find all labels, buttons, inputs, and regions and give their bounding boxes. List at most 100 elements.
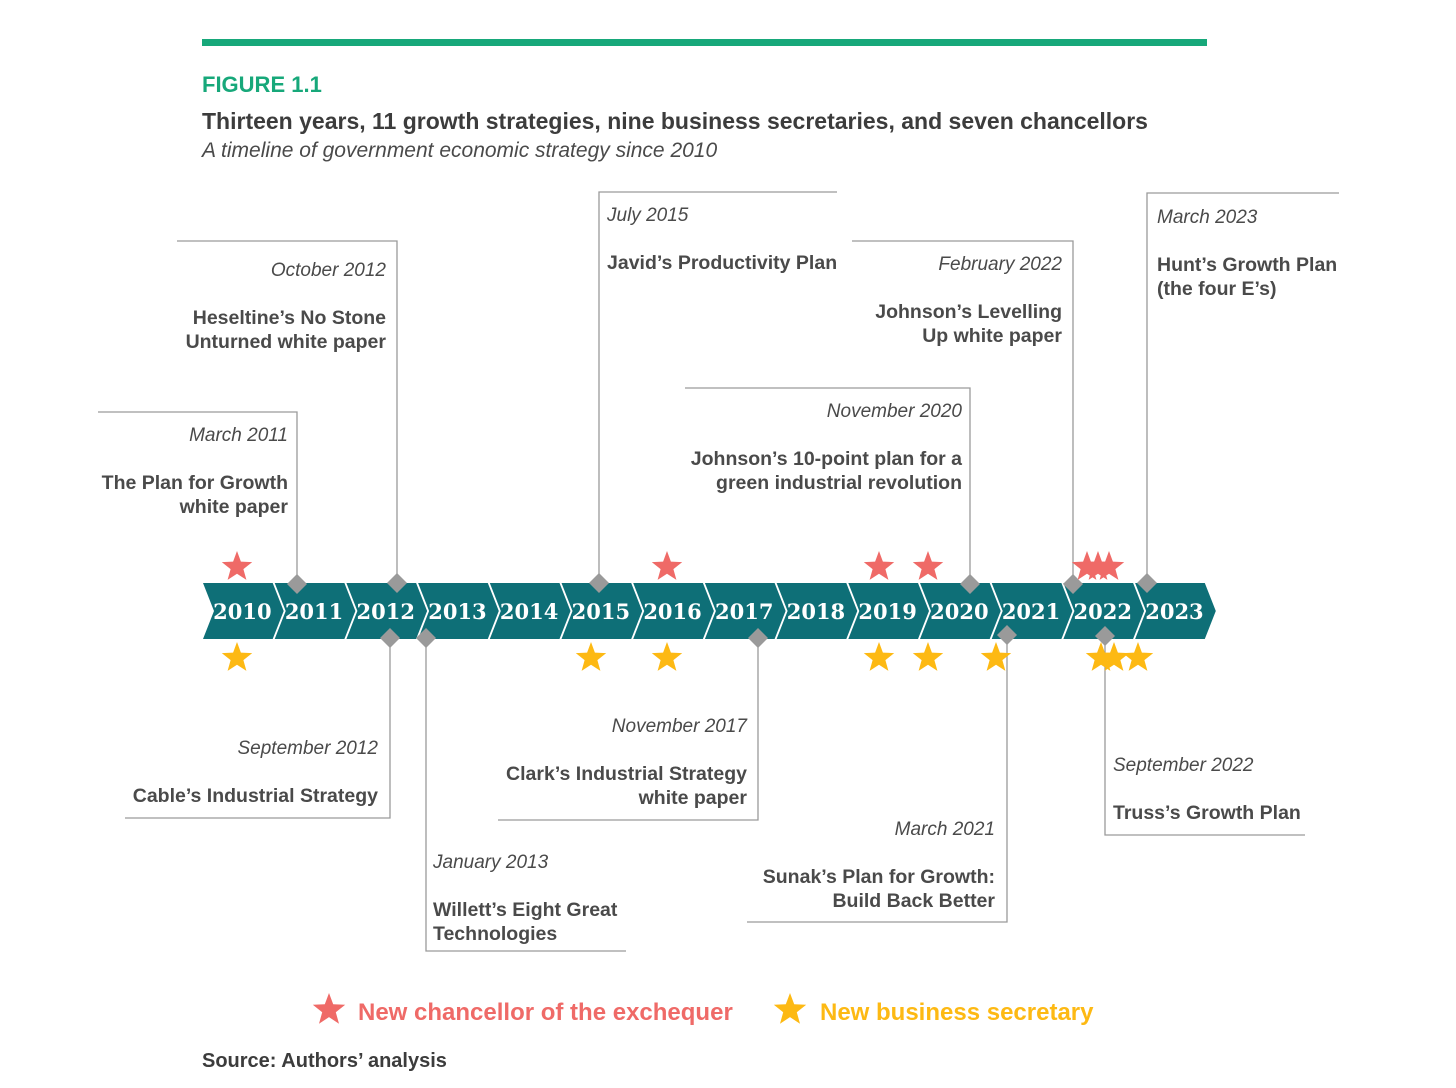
year-arrow-2016 [633, 583, 714, 639]
year-label-2014: 2014 [500, 599, 558, 624]
event-title: Up white paper [922, 325, 1062, 347]
event-title: Javid’s Productivity Plan [607, 252, 837, 274]
secretary-star-icon [863, 642, 895, 671]
year-label-2016: 2016 [643, 599, 701, 624]
year-label-2011: 2011 [285, 599, 343, 624]
event-title: (the four E’s) [1157, 278, 1277, 300]
secretary-star-icon [221, 642, 253, 671]
event-title: Johnson’s Levelling [875, 301, 1062, 323]
leader-line [98, 411, 298, 584]
secretary-star-icon [912, 642, 944, 671]
figure-title: Thirteen years, 11 growth strategies, ni… [202, 108, 1148, 134]
figure-subtitle: A timeline of government economic strate… [202, 139, 718, 162]
secretary-star-icon [1122, 642, 1154, 671]
year-arrow-2018 [776, 583, 858, 639]
event-marker-diamond-icon [416, 628, 436, 648]
event-marker-diamond-icon [1137, 573, 1157, 593]
event-title: white paper [638, 787, 748, 809]
leader-line [498, 638, 759, 821]
year-label-2019: 2019 [858, 599, 916, 624]
year-label-2010: 2010 [213, 599, 271, 624]
event-title: Truss’s Growth Plan [1113, 802, 1301, 824]
change-stars [221, 551, 1154, 671]
year-arrow-2014 [489, 583, 571, 639]
event-title: Technologies [433, 923, 557, 945]
year-label-2021: 2021 [1002, 599, 1060, 624]
year-label-2017: 2017 [715, 599, 773, 624]
event-date: November 2020 [827, 401, 963, 422]
year-arrow-2017 [704, 583, 786, 639]
event-marker-diamond-icon [380, 628, 400, 648]
event-date: March 2023 [1157, 207, 1258, 228]
event-title: Sunak’s Plan for Growth: [763, 866, 995, 888]
event-date: February 2022 [938, 254, 1062, 275]
leader-line [1104, 636, 1305, 836]
year-arrow-2021 [991, 583, 1073, 639]
chancellor-star-icon [221, 551, 253, 580]
year-arrow-2019 [848, 583, 929, 639]
leader-line [852, 240, 1074, 584]
secretary-star-icon [1098, 642, 1130, 671]
event-title: The Plan for Growth [102, 472, 288, 494]
event-marker-diamond-icon [589, 573, 609, 593]
secretary-star-icon [651, 642, 683, 671]
event-title: Build Back Better [832, 890, 995, 912]
secretary-star-icon [980, 642, 1012, 671]
year-arrow-2022 [1063, 583, 1145, 639]
event-date: November 2017 [612, 716, 749, 737]
event-title: Cable’s Industrial Strategy [133, 785, 378, 807]
legend: New chancellor of the exchequer New busi… [312, 993, 1094, 1026]
event-title: white paper [179, 496, 289, 518]
year-label-2023: 2023 [1145, 599, 1203, 624]
secretary-star-icon [773, 993, 807, 1024]
event-marker-diamond-icon [1095, 626, 1115, 646]
year-arrow-2011 [274, 583, 356, 639]
event-title: Johnson’s 10-point plan for a [691, 448, 962, 470]
event-marker-diamond-icon [997, 625, 1017, 645]
event-date: January 2013 [432, 852, 549, 873]
accent-rule [202, 39, 1207, 46]
year-arrow-2013 [418, 583, 499, 639]
chancellor-star-icon [651, 551, 683, 580]
year-label-2018: 2018 [787, 599, 845, 624]
event-date: September 2022 [1113, 755, 1254, 776]
leader-line [125, 638, 391, 819]
year-label-2022: 2022 [1074, 599, 1132, 624]
legend-chancellor-label: New chancellor of the exchequer [358, 999, 733, 1026]
secretary-star-icon [1085, 642, 1117, 671]
legend-secretary-label: New business secretary [820, 999, 1094, 1026]
event-title: green industrial revolution [716, 472, 962, 494]
leader-line [1146, 192, 1339, 583]
chancellor-star-icon [1082, 551, 1114, 580]
source-note: Source: Authors’ analysis [202, 1050, 447, 1072]
event-date: July 2015 [606, 205, 689, 226]
event-date: March 2011 [189, 425, 288, 446]
chancellor-star-icon [1071, 551, 1103, 580]
event-marker-diamond-icon [960, 574, 980, 594]
event-title: Willett’s Eight Great [433, 899, 618, 921]
event-title: Clark’s Industrial Strategy [506, 763, 747, 785]
year-arrow-2023 [1135, 583, 1216, 639]
year-arrows: 2010 2011 2012 2013 2014 2015 2016 2017 2018 2019… [203, 583, 1216, 639]
leader-lines [98, 191, 1339, 952]
year-arrow-2020 [920, 583, 1001, 639]
chancellor-star-icon [863, 551, 895, 580]
year-label-2012: 2012 [357, 599, 415, 624]
leader-line [598, 191, 837, 583]
event-markers [287, 573, 1157, 648]
year-label-2020: 2020 [930, 599, 988, 624]
leader-line [425, 638, 626, 952]
event-date: March 2021 [895, 819, 995, 840]
event-marker-diamond-icon [287, 574, 307, 594]
event-title: Unturned white paper [186, 331, 387, 353]
legend-chancellor: New chancellor of the exchequer [312, 993, 733, 1026]
year-label-2015: 2015 [572, 599, 630, 624]
chancellor-star-icon [912, 551, 944, 580]
year-label-2013: 2013 [428, 599, 486, 624]
legend-secretary: New business secretary [773, 993, 1094, 1026]
leader-line [685, 387, 971, 584]
event-date: October 2012 [271, 260, 387, 281]
figure-label: FIGURE 1.1 [202, 72, 322, 97]
